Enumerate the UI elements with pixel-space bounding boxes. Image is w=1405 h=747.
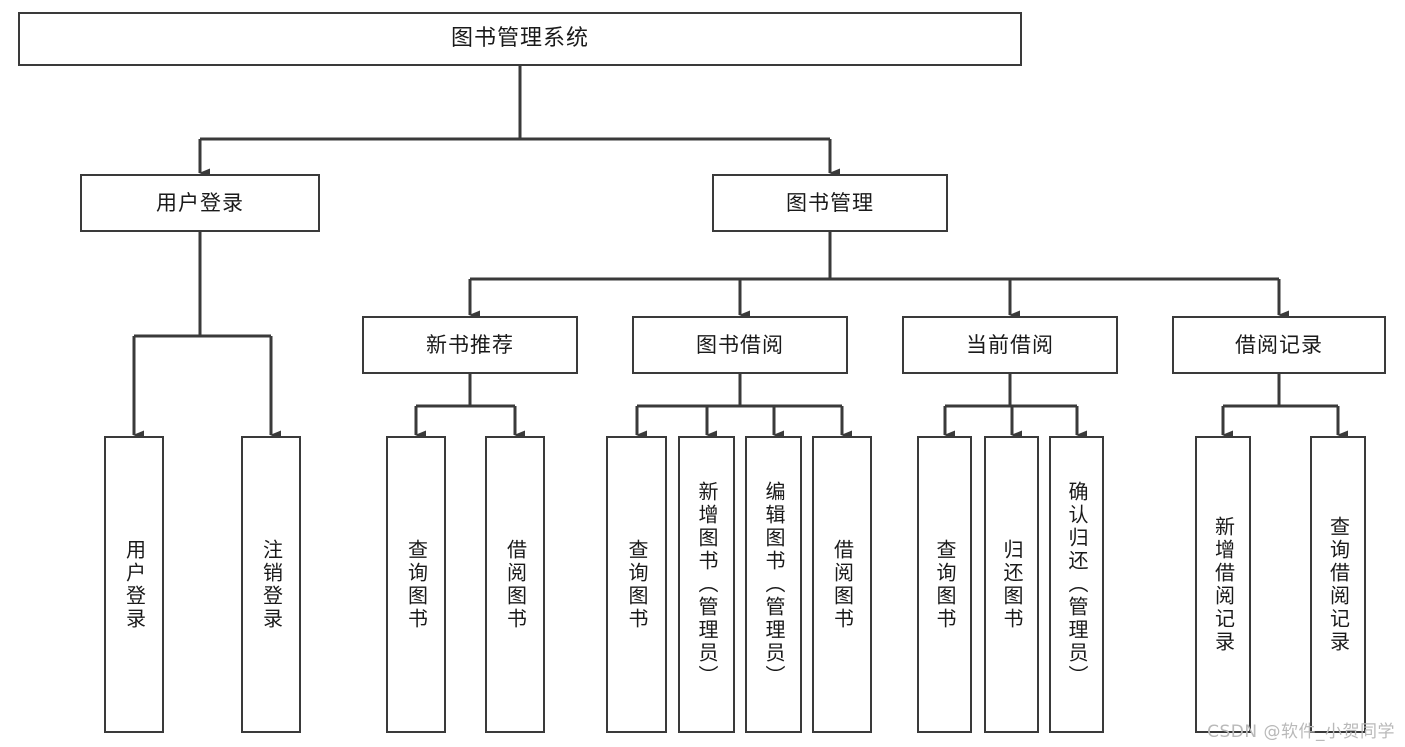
node-label-l3_5: 新增图书（管理员） xyxy=(695,481,719,688)
node-box-l3_9[interactable]: 归还图书 xyxy=(984,436,1039,733)
node-label-l2_0: 新书推荐 xyxy=(426,332,514,357)
node-label-root: 图书管理系统 xyxy=(450,26,589,52)
node-label-l3_6: 编辑图书（管理员） xyxy=(762,481,786,688)
node-box-l3_7[interactable]: 借阅图书 xyxy=(812,436,872,733)
node-box-l3_12[interactable]: 查询借阅记录 xyxy=(1310,436,1366,733)
node-box-l2_3[interactable]: 借阅记录 xyxy=(1172,316,1386,374)
node-box-l3_8[interactable]: 查询图书 xyxy=(917,436,972,733)
node-label-l3_10: 确认归还（管理员） xyxy=(1065,481,1089,688)
node-box-l3_4[interactable]: 查询图书 xyxy=(606,436,667,733)
node-label-l3_8: 查询图书 xyxy=(933,538,957,631)
node-box-l3_2[interactable]: 查询图书 xyxy=(386,436,446,733)
node-label-l3_11: 新增借阅记录 xyxy=(1211,515,1236,654)
node-box-l2_0[interactable]: 新书推荐 xyxy=(362,316,578,374)
node-box-l3_6[interactable]: 编辑图书（管理员） xyxy=(745,436,802,733)
node-box-l3_1[interactable]: 注销登录 xyxy=(241,436,301,733)
node-box-l2_1[interactable]: 图书借阅 xyxy=(632,316,848,374)
node-box-l3_3[interactable]: 借阅图书 xyxy=(485,436,545,733)
node-label-l1_0: 用户登录 xyxy=(156,190,244,215)
node-label-l3_2: 查询图书 xyxy=(404,538,429,631)
node-label-l3_1: 注销登录 xyxy=(259,538,284,631)
node-box-l1_1[interactable]: 图书管理 xyxy=(712,174,948,232)
node-box-l1_0[interactable]: 用户登录 xyxy=(80,174,320,232)
node-box-l2_2[interactable]: 当前借阅 xyxy=(902,316,1118,374)
node-label-l3_4: 查询图书 xyxy=(625,538,649,631)
node-label-l2_2: 当前借阅 xyxy=(966,332,1054,357)
node-label-l1_1: 图书管理 xyxy=(786,190,874,215)
node-label-l2_3: 借阅记录 xyxy=(1235,332,1323,357)
node-label-l3_3: 借阅图书 xyxy=(503,538,528,631)
node-label-l3_7: 借阅图书 xyxy=(830,538,855,631)
node-label-l3_12: 查询借阅记录 xyxy=(1326,515,1351,654)
node-label-l3_0: 用户登录 xyxy=(122,538,147,631)
node-box-l3_10[interactable]: 确认归还（管理员） xyxy=(1049,436,1104,733)
node-label-l2_1: 图书借阅 xyxy=(696,332,784,357)
node-label-l3_9: 归还图书 xyxy=(1000,538,1024,631)
node-box-l3_0[interactable]: 用户登录 xyxy=(104,436,164,733)
node-box-root[interactable]: 图书管理系统 xyxy=(18,12,1022,66)
node-box-l3_11[interactable]: 新增借阅记录 xyxy=(1195,436,1251,733)
node-box-l3_5[interactable]: 新增图书（管理员） xyxy=(678,436,735,733)
